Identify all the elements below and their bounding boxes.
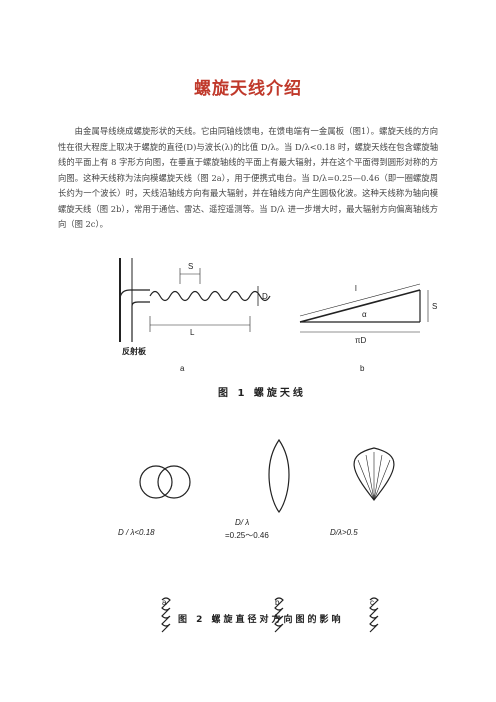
fig2-label-c: c	[370, 598, 374, 607]
intro-paragraph: 由金属导线绕成螺旋形状的天线。它由同轴线馈电，在馈电端有一金属板（图1）。螺旋天…	[58, 126, 438, 229]
fig1-label-a: a	[180, 364, 185, 373]
page-title: 螺旋天线介绍	[194, 79, 302, 99]
fig1-caption: 图 1 螺旋天线	[218, 388, 306, 399]
fig2-ratio-a: D / λ<0.18	[118, 528, 155, 537]
fig1-label-l-small: l	[355, 284, 357, 293]
fig1-label-s: S	[188, 262, 194, 271]
fig1-label-alpha: α	[362, 310, 367, 319]
fig1-label-b: b	[360, 364, 365, 373]
fig1-label-s2: S	[432, 302, 438, 311]
fig2-ratio-b-2: =0.25～0.46	[225, 531, 269, 540]
fig1-label-pi-d: πD	[355, 336, 367, 345]
fig1-label-l: L	[190, 328, 195, 337]
fig2-label-a: a	[162, 598, 167, 607]
fig2-ratio-b-1: D/ λ	[235, 518, 250, 527]
fig2-caption: 图 2 螺旋直径对方向图的影响	[178, 615, 344, 625]
fig2-ratio-c: D/λ>0.5	[330, 528, 358, 537]
fig2-label-b: b	[275, 598, 280, 607]
fig1-label-plate: 反射板	[122, 347, 146, 356]
fig1-label-d: D	[262, 292, 268, 301]
